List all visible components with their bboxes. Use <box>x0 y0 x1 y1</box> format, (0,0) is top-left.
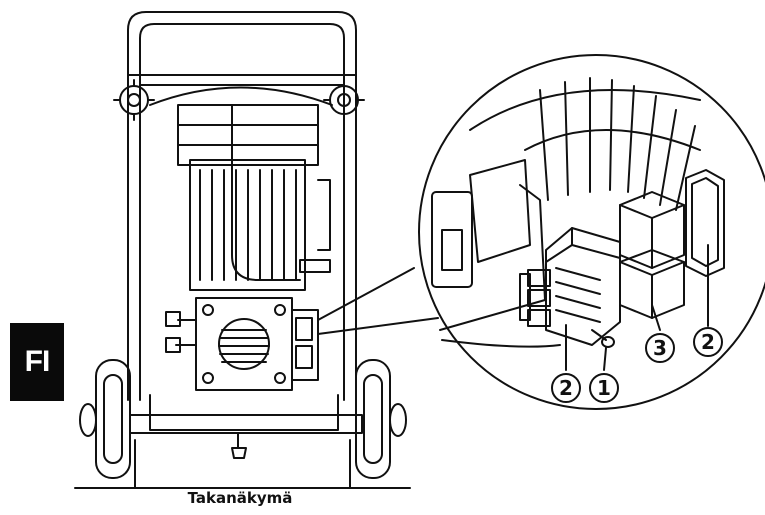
screw <box>591 329 615 348</box>
callout-2-left: 2 <box>551 373 581 403</box>
callout-3: 3 <box>645 333 675 363</box>
right-wheel <box>355 359 407 479</box>
right-handle-knob <box>323 79 365 121</box>
svg-text:3: 3 <box>653 336 667 360</box>
language-tab: FI <box>10 323 64 401</box>
callout-2-right: 2 <box>693 327 723 357</box>
callout-1: 1 <box>589 373 619 403</box>
zoom-leader-lines <box>317 267 439 335</box>
detail-magnifier-circle <box>418 54 765 410</box>
svg-text:2: 2 <box>559 376 573 400</box>
chassis <box>74 394 411 489</box>
filter-element <box>519 227 621 346</box>
left-wheel <box>79 359 131 479</box>
figure-caption: Takanäkymä <box>187 489 293 507</box>
handle-frame <box>127 11 357 401</box>
svg-text:1: 1 <box>597 376 611 400</box>
foam-filter <box>619 191 685 319</box>
callout-leaders <box>565 244 709 371</box>
filter-cover <box>685 169 725 277</box>
motor-housing <box>177 104 331 291</box>
left-handle-knob <box>113 79 155 121</box>
pump-head <box>165 297 319 391</box>
svg-text:2: 2 <box>701 330 715 354</box>
